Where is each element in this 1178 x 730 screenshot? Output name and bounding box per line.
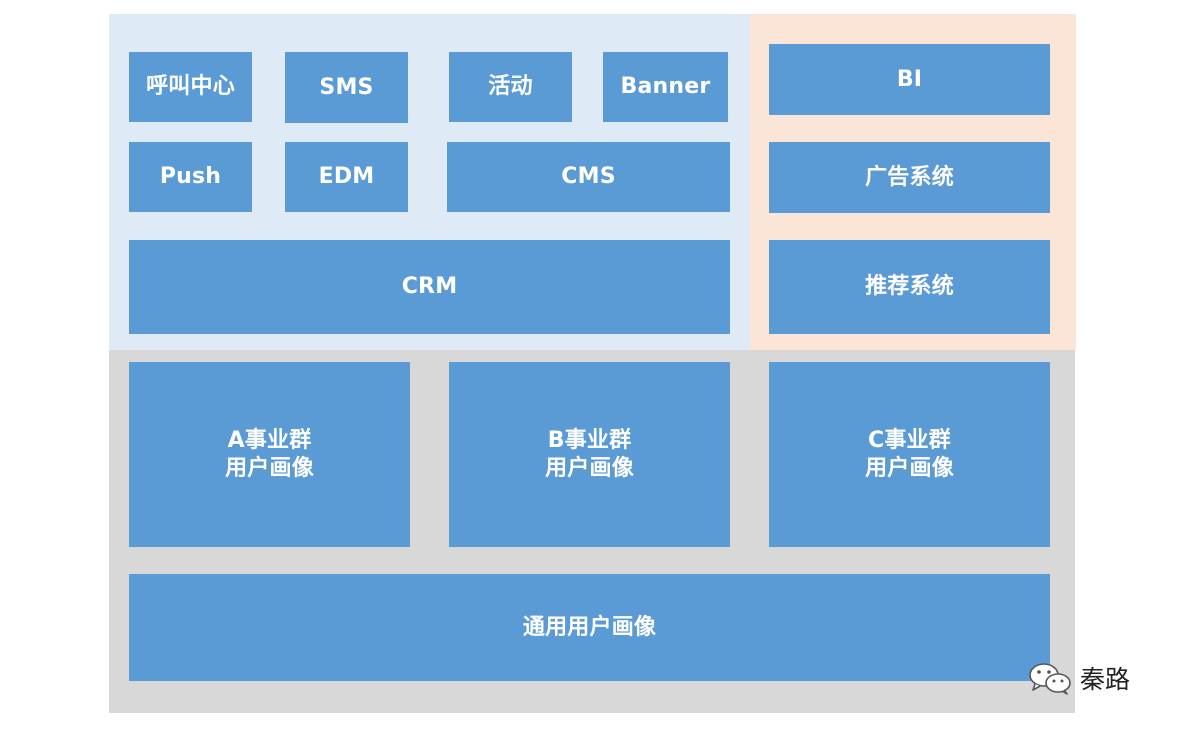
banner-block: Banner	[603, 52, 728, 122]
call-center-block: 呼叫中心	[129, 52, 252, 122]
cms-label: CMS	[561, 164, 616, 189]
edm-block: EDM	[285, 142, 408, 212]
call-center-label: 呼叫中心	[146, 74, 235, 99]
recommend-system-label: 推荐系统	[865, 274, 954, 299]
sms-block: SMS	[285, 52, 408, 123]
group-a-title: A事业群	[227, 427, 312, 453]
recommend-system-block: 推荐系统	[769, 240, 1050, 334]
ad-system-label: 广告系统	[865, 164, 954, 190]
ad-system-block: 广告系统	[769, 142, 1050, 213]
group-c-title: C事业群	[868, 427, 951, 453]
activity-block: 活动	[449, 52, 572, 122]
group-c-subtitle: 用户画像	[865, 455, 954, 481]
cms-block: CMS	[447, 142, 730, 212]
group-b-subtitle: 用户画像	[545, 455, 634, 481]
watermark: 秦路	[1028, 660, 1130, 696]
bi-block: BI	[769, 44, 1050, 115]
group-b-title: B事业群	[547, 427, 632, 453]
group-a-subtitle: 用户画像	[225, 455, 314, 481]
crm-block: CRM	[129, 240, 730, 334]
group-c-profile-block: C事业群 用户画像	[769, 362, 1050, 547]
sms-label: SMS	[319, 74, 374, 100]
push-label: Push	[159, 164, 222, 189]
watermark-text: 秦路	[1080, 665, 1131, 694]
banner-label: Banner	[620, 74, 711, 99]
wechat-icon	[1028, 661, 1072, 695]
edm-label: EDM	[318, 164, 375, 189]
push-block: Push	[129, 142, 252, 212]
general-user-profile-label: 通用用户画像	[522, 614, 657, 640]
activity-label: 活动	[488, 74, 533, 99]
general-user-profile-block: 通用用户画像	[129, 574, 1050, 681]
group-b-profile-block: B事业群 用户画像	[449, 362, 730, 547]
group-a-profile-block: A事业群 用户画像	[129, 362, 410, 547]
crm-label: CRM	[401, 274, 458, 299]
bi-label: BI	[896, 66, 923, 92]
